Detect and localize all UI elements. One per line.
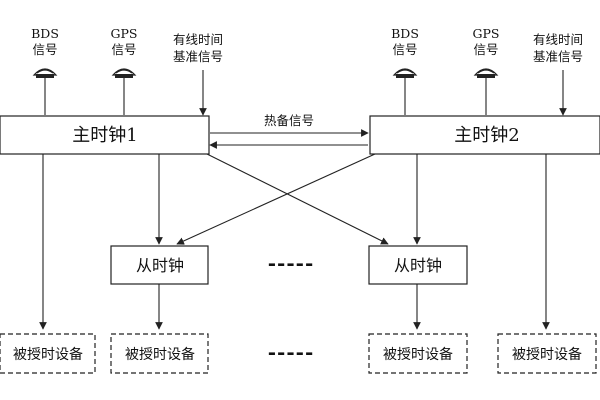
timed-device-left-label: 被授时设备 <box>13 346 83 363</box>
left-gps-antenna-base <box>115 74 133 78</box>
left-bds-antenna-arc <box>36 69 54 74</box>
left-bds-label-line1: BDS <box>31 26 59 41</box>
timed-device-center-right-box <box>368 333 468 374</box>
slave-clock-right-box <box>368 245 468 285</box>
right-gps-antenna-arc <box>477 69 495 74</box>
timed-device-right-box <box>497 333 597 374</box>
master2-to-slave-left <box>176 153 376 245</box>
left-gps-antenna: GPS 信号 <box>111 26 138 115</box>
master-clock-2-box <box>369 115 600 155</box>
hot-standby-label: 热备信号 <box>264 113 314 128</box>
left-wired-label-line2: 基准信号 <box>173 49 223 64</box>
left-gps-antenna-arc <box>115 69 133 74</box>
left-bds-antenna-base <box>36 74 54 78</box>
left-wired-reference: 有线时间 基准信号 <box>173 32 223 116</box>
right-bds-label-line1: BDS <box>391 26 419 41</box>
master-clock-1-box <box>0 115 210 155</box>
right-wired-label-line2: 基准信号 <box>533 49 583 64</box>
right-bds-antenna: BDS 信号 <box>391 26 419 115</box>
left-wired-label-line1: 有线时间 <box>173 32 223 47</box>
left-bds-label-line2: 信号 <box>32 42 57 57</box>
slave-clock-right-label: 从时钟 <box>394 256 442 275</box>
right-gps-label-line1: GPS <box>473 26 500 41</box>
timed-device-center-left-box <box>110 333 209 374</box>
master-clock-2-label: 主时钟2 <box>454 125 519 146</box>
left-gps-antenna-cap <box>111 68 137 76</box>
slave-clock-left-label: 从时钟 <box>136 256 184 275</box>
timed-device-right-label: 被授时设备 <box>512 346 582 363</box>
right-gps-antenna-cap <box>473 68 499 76</box>
master-clock-1-label: 主时钟1 <box>72 125 137 146</box>
master1-to-slave-right <box>206 153 389 245</box>
left-bds-antenna: BDS 信号 <box>31 26 59 115</box>
right-wired-label-line1: 有线时间 <box>533 32 583 47</box>
right-gps-label-line2: 信号 <box>473 42 498 57</box>
middle-ellipsis-bottom: ----- <box>268 340 315 364</box>
middle-ellipsis-top: ----- <box>268 251 315 275</box>
timed-device-center-left-label: 被授时设备 <box>125 346 195 363</box>
right-bds-antenna-base <box>396 74 414 78</box>
timed-device-left-box <box>0 333 96 374</box>
right-wired-reference: 有线时间 基准信号 <box>533 32 583 116</box>
timed-device-center-right-label: 被授时设备 <box>383 346 453 363</box>
right-bds-antenna-arc <box>396 69 414 74</box>
right-bds-antenna-cap <box>392 68 418 76</box>
right-gps-antenna-base <box>477 74 495 78</box>
left-bds-antenna-cap <box>32 68 58 76</box>
right-bds-label-line2: 信号 <box>392 42 417 57</box>
right-gps-antenna: GPS 信号 <box>473 26 500 115</box>
left-gps-label-line2: 信号 <box>111 42 136 57</box>
left-gps-label-line1: GPS <box>111 26 138 41</box>
